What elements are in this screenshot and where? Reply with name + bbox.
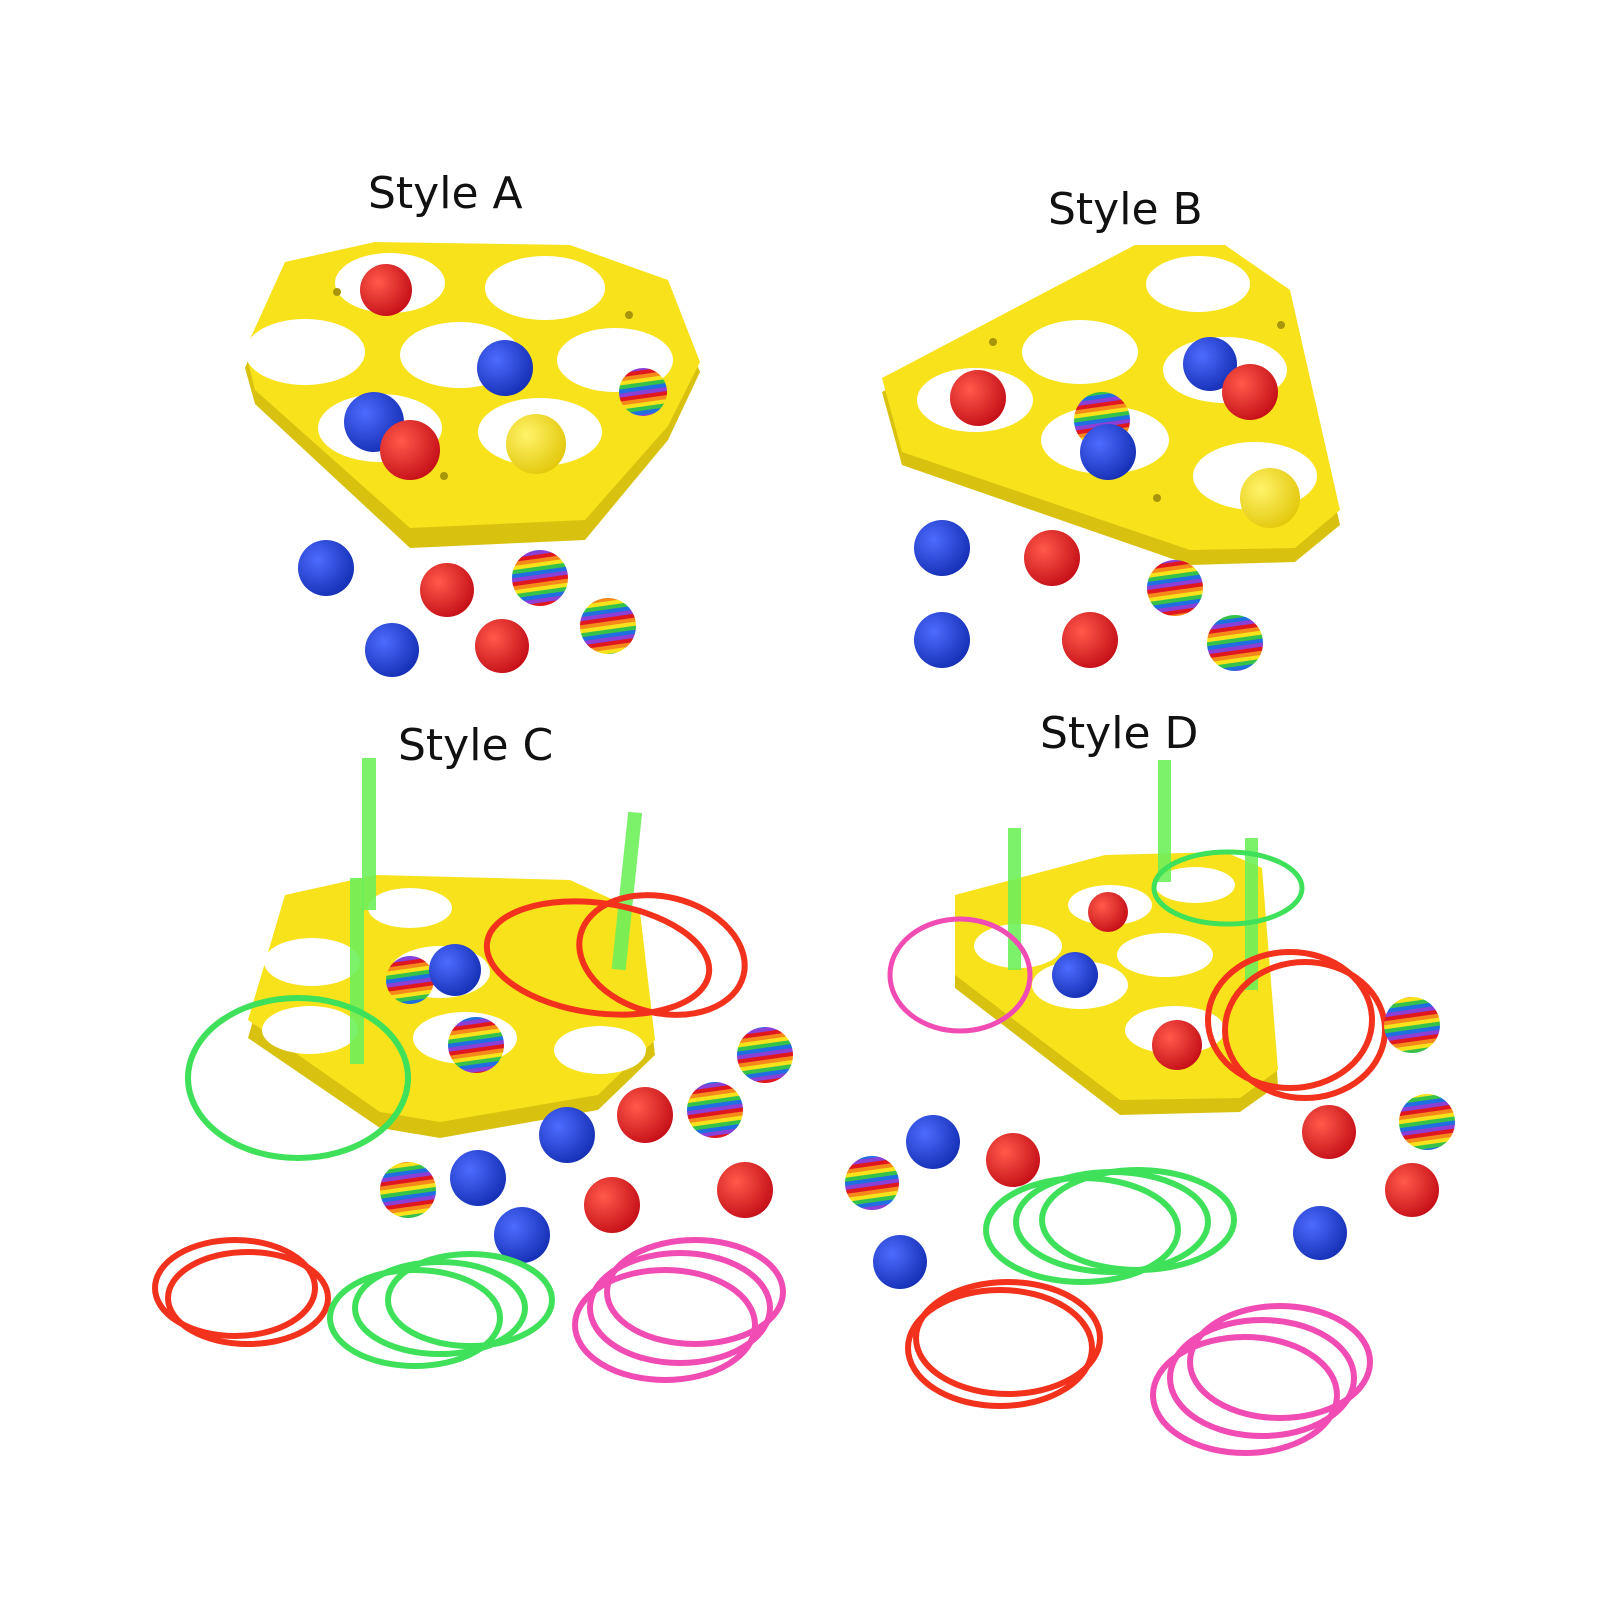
ring-green xyxy=(1151,849,1305,927)
style-d-set xyxy=(845,760,1455,1456)
ball-red xyxy=(1302,1105,1356,1159)
ring-pink xyxy=(1167,1317,1357,1439)
style-d-label: Style D xyxy=(1040,708,1199,759)
ball-rainbow xyxy=(619,368,667,416)
ball-rainbow xyxy=(1207,615,1263,671)
ball-blue xyxy=(906,1115,960,1169)
ball-blue xyxy=(539,1107,595,1163)
ring-red xyxy=(165,1249,331,1347)
peg xyxy=(611,811,643,971)
ball-rainbow xyxy=(380,1162,436,1218)
style-c-set xyxy=(152,758,793,1383)
ring-pink xyxy=(604,1237,786,1347)
style-a-set xyxy=(245,242,700,677)
ball-red xyxy=(1024,530,1080,586)
style-b-set xyxy=(882,245,1340,671)
ball-blue xyxy=(1293,1206,1347,1260)
peg xyxy=(362,758,376,910)
ring-green xyxy=(1039,1167,1237,1273)
ball-red xyxy=(475,619,529,673)
ball-blue xyxy=(365,623,419,677)
ball-rainbow xyxy=(386,956,434,1004)
ball-red xyxy=(360,264,412,316)
tray-c xyxy=(248,875,655,1122)
ball-red xyxy=(380,420,440,480)
ball-blue xyxy=(477,340,533,396)
ball-blue xyxy=(429,944,481,996)
peg xyxy=(1245,838,1258,990)
ball-blue xyxy=(1080,424,1136,480)
ball-red xyxy=(986,1133,1040,1187)
ball-blue xyxy=(1052,952,1098,998)
ball-blue xyxy=(298,540,354,596)
ball-blue xyxy=(914,520,970,576)
ball-red xyxy=(1385,1163,1439,1217)
ball-blue xyxy=(914,612,970,668)
ball-blue xyxy=(873,1235,927,1289)
ball-red xyxy=(420,563,474,617)
ball-red xyxy=(584,1177,640,1233)
ball-rainbow xyxy=(512,550,568,606)
ring-pink xyxy=(587,1250,773,1366)
ball-red xyxy=(1088,892,1128,932)
ball-rainbow xyxy=(1384,997,1440,1053)
ring-pink xyxy=(1150,1334,1340,1456)
style-a-label: Style A xyxy=(368,168,523,219)
ball-rainbow xyxy=(1147,560,1203,616)
ball-rainbow xyxy=(580,598,636,654)
ring-green xyxy=(385,1251,555,1349)
ring-red xyxy=(1205,949,1375,1091)
ball-blue xyxy=(1183,337,1237,391)
ring-red xyxy=(905,1287,1095,1409)
peg xyxy=(1158,760,1171,882)
style-c-label: Style C xyxy=(398,720,554,771)
ball-red xyxy=(1062,612,1118,668)
ring-green xyxy=(327,1267,503,1369)
ring-red xyxy=(152,1237,318,1339)
ring-pink xyxy=(887,916,1033,1034)
ring-pink xyxy=(1187,1303,1373,1421)
ball-yellow xyxy=(506,414,566,474)
ring-red xyxy=(576,892,748,1018)
ball-red xyxy=(1152,1020,1202,1070)
ball-red xyxy=(737,1027,793,1083)
ball-red xyxy=(950,370,1006,426)
ball-rainbow xyxy=(687,1082,743,1138)
ring-pink xyxy=(572,1267,758,1383)
ball-rainbow xyxy=(448,1017,504,1073)
ring-red xyxy=(913,1279,1103,1397)
ball-blue xyxy=(450,1150,506,1206)
peg xyxy=(350,878,364,1064)
ball-rainbow xyxy=(1399,1094,1455,1150)
style-b-label: Style B xyxy=(1048,184,1203,235)
ball-yellow xyxy=(1240,468,1300,528)
ball-blue xyxy=(494,1207,550,1263)
ball-red xyxy=(617,1087,673,1143)
ring-green xyxy=(352,1259,528,1357)
ring-green xyxy=(185,995,411,1161)
ball-red xyxy=(717,1162,773,1218)
ball-rainbow xyxy=(845,1156,899,1210)
ball-red xyxy=(1222,364,1278,420)
